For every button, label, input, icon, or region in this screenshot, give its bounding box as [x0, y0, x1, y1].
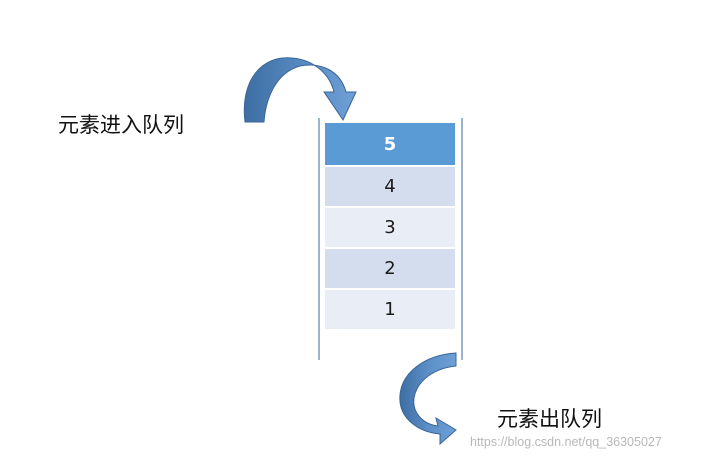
queue-cell: 2 [325, 249, 455, 288]
queue-left-wall [318, 118, 320, 360]
queue-right-wall [461, 118, 463, 360]
enqueue-label: 元素进入队列 [58, 113, 184, 137]
queue-container: 5 4 3 2 1 [325, 123, 455, 331]
queue-cell-value: 1 [384, 299, 396, 320]
queue-cell: 3 [325, 208, 455, 247]
queue-cell-value: 5 [383, 133, 397, 155]
queue-cell-value: 4 [384, 176, 396, 197]
queue-cell: 1 [325, 290, 455, 329]
queue-cell: 5 [325, 123, 455, 165]
queue-cell-value: 2 [384, 258, 396, 279]
watermark-text: https://blog.csdn.net/qq_36305027 [470, 435, 662, 449]
queue-cell: 4 [325, 167, 455, 206]
dequeue-label: 元素出队列 [497, 407, 602, 431]
queue-cell-value: 3 [384, 217, 396, 238]
